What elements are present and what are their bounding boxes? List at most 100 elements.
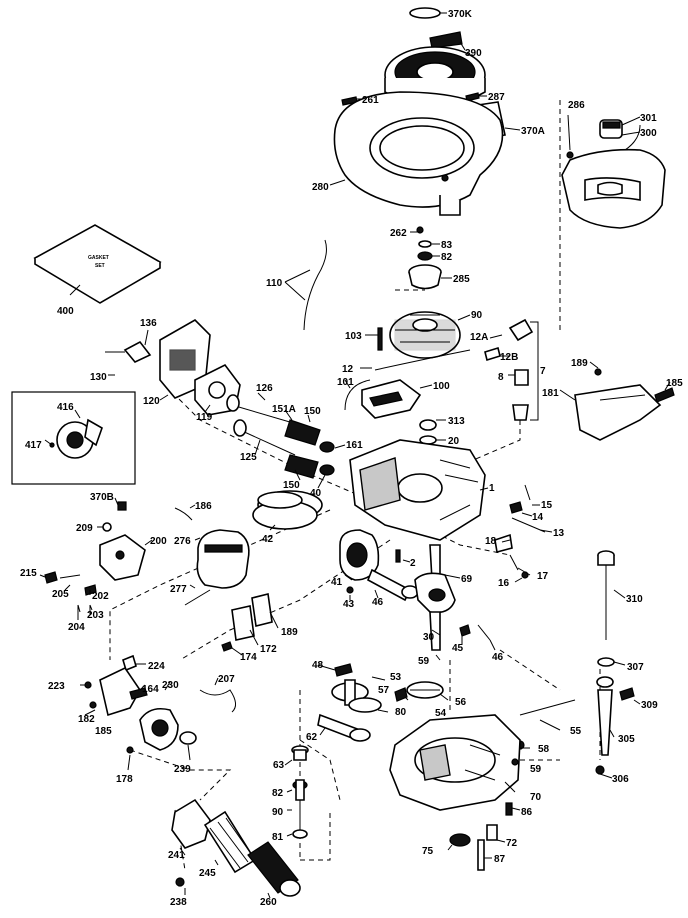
label-224: 224 bbox=[148, 661, 165, 672]
part-185-upper bbox=[654, 387, 675, 403]
part-306 bbox=[595, 765, 605, 775]
part-43 bbox=[346, 586, 354, 594]
label-276: 276 bbox=[174, 536, 191, 547]
label-126: 126 bbox=[256, 383, 273, 394]
part-416-inset bbox=[11, 391, 136, 485]
label-239: 239 bbox=[174, 764, 191, 775]
label-305: 305 bbox=[618, 734, 635, 745]
part-313 bbox=[419, 419, 437, 431]
label-186: 186 bbox=[195, 501, 212, 512]
label-313: 313 bbox=[448, 416, 465, 427]
part-310-dipstick bbox=[597, 550, 615, 640]
part-59-lower bbox=[511, 758, 519, 766]
gasket-set: GASKET SET bbox=[33, 224, 162, 304]
part-307 bbox=[597, 657, 615, 667]
part-100-coil bbox=[361, 379, 422, 419]
part-178 bbox=[126, 746, 134, 754]
label-75: 75 bbox=[422, 846, 434, 857]
label-261: 261 bbox=[362, 95, 379, 106]
label-82: 82 bbox=[441, 252, 453, 263]
label-103: 103 bbox=[345, 331, 362, 342]
gasket-set-label-1: GASKET bbox=[88, 255, 109, 261]
part-101-wire bbox=[344, 379, 371, 411]
label-164: 164 bbox=[142, 684, 159, 695]
label-69-upper: 69 bbox=[461, 574, 473, 585]
label-8: 8 bbox=[498, 372, 504, 383]
part-165-bracket bbox=[99, 666, 141, 717]
part-189-upper bbox=[594, 368, 602, 376]
part-181-bracket bbox=[574, 384, 662, 441]
part-309 bbox=[619, 687, 635, 701]
part-390-spring bbox=[429, 31, 463, 49]
part-42-rings bbox=[252, 490, 323, 530]
label-300: 300 bbox=[640, 128, 657, 139]
label-417: 417 bbox=[25, 440, 42, 451]
label-82-lower: 82 bbox=[272, 788, 284, 799]
part-2 bbox=[395, 549, 401, 563]
part-46-bolt bbox=[477, 624, 491, 641]
part-277-rod bbox=[184, 589, 211, 606]
label-203: 203 bbox=[87, 610, 104, 621]
part-238 bbox=[175, 877, 185, 887]
part-207-link bbox=[199, 689, 236, 713]
label-189-upper: 189 bbox=[571, 358, 588, 369]
part-174 bbox=[221, 641, 233, 652]
part-205 bbox=[59, 574, 81, 579]
label-416: 416 bbox=[57, 402, 74, 413]
part-14 bbox=[509, 501, 523, 514]
label-262: 262 bbox=[390, 228, 407, 239]
part-90-flywheel bbox=[389, 311, 461, 359]
label-80: 80 bbox=[395, 707, 407, 718]
label-181: 181 bbox=[542, 388, 559, 399]
part-136-primer bbox=[105, 340, 152, 363]
label-207: 207 bbox=[218, 674, 235, 685]
label-223: 223 bbox=[48, 681, 65, 692]
part-75 bbox=[449, 833, 471, 847]
label-90: 90 bbox=[471, 310, 483, 321]
label-70: 70 bbox=[530, 792, 542, 803]
label-119: 119 bbox=[196, 412, 213, 423]
part-17-lever bbox=[509, 554, 519, 571]
part-46-rod bbox=[366, 568, 419, 602]
label-136: 136 bbox=[140, 318, 157, 329]
part-15-link bbox=[524, 484, 531, 501]
label-16: 16 bbox=[498, 578, 510, 589]
label-370b: 370B bbox=[90, 492, 114, 503]
label-309: 309 bbox=[641, 700, 658, 711]
part-7 bbox=[512, 404, 529, 421]
label-17: 17 bbox=[537, 571, 549, 582]
part-86 bbox=[505, 802, 513, 816]
part-number-labels: 370K 390 261 287 370A 280 286 301 300 26… bbox=[20, 9, 683, 908]
label-241: 241 bbox=[168, 850, 185, 861]
blower-housing bbox=[333, 91, 504, 216]
label-110: 110 bbox=[266, 278, 283, 289]
label-370a: 370A bbox=[521, 126, 545, 137]
label-161: 161 bbox=[346, 440, 363, 451]
label-100: 100 bbox=[433, 381, 450, 392]
label-12: 12 bbox=[342, 364, 354, 375]
label-54: 54 bbox=[435, 708, 447, 719]
label-2: 2 bbox=[410, 558, 416, 569]
label-151a: 151A bbox=[272, 404, 296, 415]
label-7: 7 bbox=[540, 366, 546, 377]
label-41: 41 bbox=[331, 577, 343, 588]
part-126-head bbox=[226, 394, 240, 412]
label-306: 306 bbox=[612, 774, 629, 785]
label-62: 62 bbox=[306, 732, 318, 743]
label-58: 58 bbox=[538, 744, 550, 755]
label-204: 204 bbox=[68, 622, 85, 633]
label-209: 209 bbox=[76, 523, 93, 534]
label-200: 200 bbox=[150, 536, 167, 547]
part-125-valve bbox=[239, 429, 296, 456]
label-189-lower: 189 bbox=[281, 627, 298, 638]
label-53: 53 bbox=[390, 672, 402, 683]
rewind-starter bbox=[384, 46, 486, 107]
label-56: 56 bbox=[455, 697, 467, 708]
label-14: 14 bbox=[532, 512, 544, 523]
part-241-filter-base bbox=[171, 798, 211, 849]
part-87 bbox=[477, 839, 485, 871]
label-150-lower: 150 bbox=[283, 480, 300, 491]
part-245-filter-element bbox=[203, 810, 257, 874]
label-174: 174 bbox=[240, 652, 257, 663]
part-370k bbox=[409, 7, 441, 19]
